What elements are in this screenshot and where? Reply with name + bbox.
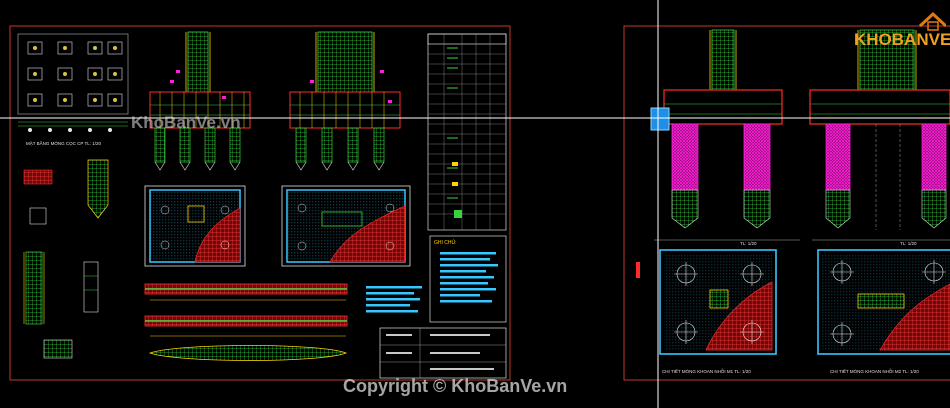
notes-title: GHI CHÚ: [434, 239, 457, 246]
sheet-1-frame [9, 25, 511, 381]
pile-cap-section-1 [149, 31, 251, 171]
drilled-pile-section-2 [809, 29, 950, 241]
house-icon [918, 11, 946, 31]
logo-text: KHOBANVE [854, 30, 950, 49]
drilled-pile-section-1 [654, 29, 800, 241]
sheet-2: TL: 1/20 TL: 1/20 CHI TIẾT MÓNG KHOAN NH… [623, 25, 950, 381]
section-scale-right: TL: 1/20 [900, 241, 917, 246]
notes-block [366, 235, 507, 323]
drilled-pile-caption-left: CHI TIẾT MÓNG KHOAN NHỒI M1 TL: 1/20 [662, 368, 751, 374]
column-details [23, 159, 109, 359]
selection-grip[interactable] [650, 107, 670, 131]
beam-details [144, 283, 348, 361]
title-block [379, 327, 507, 379]
footing-plan-2 [281, 185, 411, 267]
section-scale-left: TL: 1/20 [740, 241, 757, 246]
drilled-pile-plan-2 [817, 249, 950, 355]
drilled-pile-caption-right: CHI TIẾT MÓNG KHOAN NHỒI M2 TL: 1/20 [830, 368, 919, 374]
drilled-pile-plan-1 [659, 249, 777, 355]
rebar-schedule-table [427, 33, 507, 231]
grip-marker [636, 262, 640, 278]
watermark-copyright: Copyright © KhoBanVe.vn [343, 376, 568, 396]
watermark-inline: KhoBanVe.vn [131, 113, 241, 132]
pile-plan-caption: MẶT BẰNG MÓNG CỌC CP TL: 1/20 [26, 139, 102, 146]
sheet-1: MẶT BẰNG MÓNG CỌC CP TL: 1/20 [9, 25, 511, 381]
footing-plan-1 [144, 185, 246, 267]
site-logo: KHOBANVE [852, 8, 950, 52]
pile-plan [17, 33, 129, 132]
sheet-2-frame [623, 25, 950, 381]
pile-cap-section-2 [289, 31, 401, 171]
